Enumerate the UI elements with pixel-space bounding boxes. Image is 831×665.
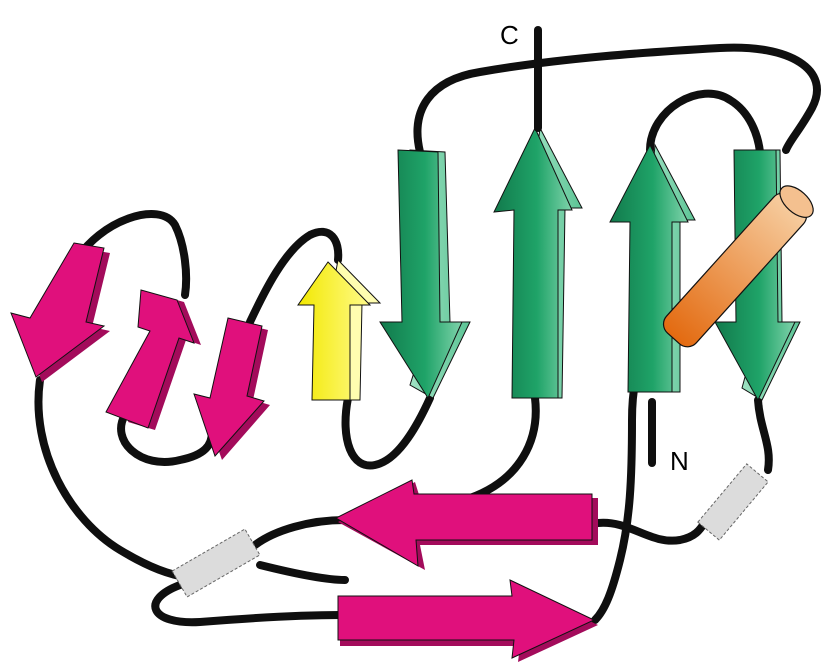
coil-green-hairpin	[646, 89, 764, 156]
coil-right-gray-to-green	[754, 396, 773, 474]
c-terminus-label: C	[500, 20, 519, 50]
coil-mid-top-loop	[246, 227, 343, 326]
helix-orange	[662, 185, 814, 348]
strand-magenta-long-upper	[334, 479, 598, 570]
strand-magenta-long-lower	[337, 579, 598, 662]
gray-segment-left	[171, 528, 261, 598]
strand-yellow	[297, 258, 382, 401]
strand-green-1	[379, 149, 471, 400]
coil-under-upper-strand	[256, 561, 349, 584]
strand-magenta-2	[105, 289, 201, 430]
strand-magenta-1	[10, 242, 110, 382]
n-terminus: N	[670, 446, 689, 476]
c-terminus: C	[500, 20, 542, 132]
coil-right-lower-loop	[594, 518, 709, 545]
coil-left-top-loop	[71, 210, 191, 299]
n-terminus-label: N	[670, 446, 689, 476]
coil-yellow-green-loop	[341, 394, 434, 470]
coil-gray-to-upper-strand	[251, 516, 349, 549]
coil-left-long-loop	[34, 376, 194, 582]
coil-left-bottom-loop	[117, 411, 216, 466]
gray-segment-right	[697, 463, 769, 541]
strand-green-3	[609, 143, 696, 393]
coil-top-arch	[413, 43, 821, 156]
coil-gray-to-lower-strand	[151, 581, 344, 627]
strand-magenta-3	[193, 317, 270, 460]
coil-green-to-long-strand	[466, 394, 540, 502]
coil-back-layer	[34, 43, 821, 627]
strand-green-2	[493, 126, 583, 399]
